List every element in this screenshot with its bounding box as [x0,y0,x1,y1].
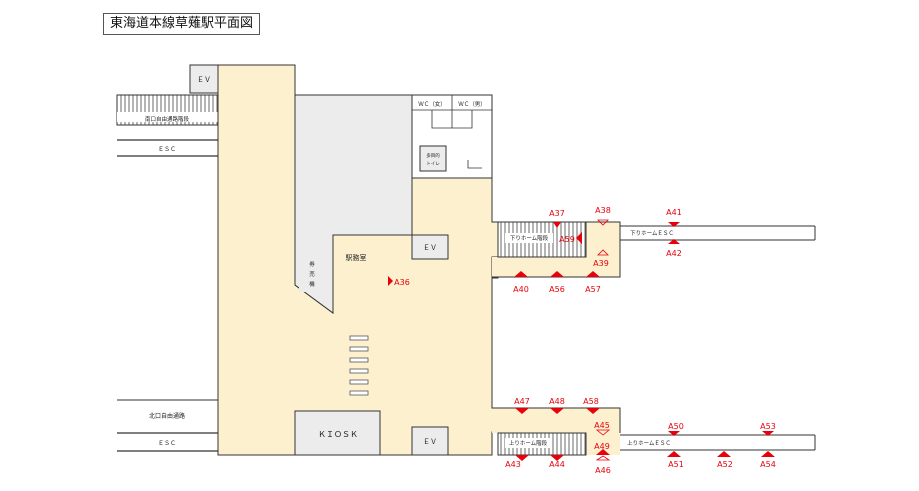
marker-A38-shape [597,219,609,226]
wc-inner [431,110,473,129]
marker-A42-shape [668,239,680,244]
marker-A57-shape [586,271,600,277]
marker-A36-shape [388,276,393,286]
ticket-label-3: 機 [309,280,315,288]
multi-toilet [419,145,447,172]
marker-A46: A46 [595,466,611,475]
marker-A54-shape [761,451,775,457]
marker-A53: A53 [760,422,776,431]
marker-A42: A42 [666,249,682,258]
map-title: 東海道本線草薙駅平面図 [103,13,261,35]
south-esc-label: ＥＳＣ [158,146,176,153]
wc-male-label: ＷＣ（男） [458,101,486,108]
marker-A50-shape [668,431,680,436]
ev-top-label: ＥＶ [197,76,211,84]
up-stairs-label-bg [505,438,551,448]
down-stairs-label: 下りホーム階段 [510,234,549,242]
marker-A53-shape [762,431,774,436]
marker-A52: A52 [717,460,733,469]
marker-A49: A49 [594,442,610,451]
marker-A44-shape [550,455,564,461]
marker-A40: A40 [513,285,529,294]
ev-mid-label: ＥＶ [423,244,437,252]
marker-A56-shape [550,271,564,277]
marker-A47: A47 [514,397,530,406]
ticket-label-1: 券 [309,260,315,268]
marker-A41-shape [668,222,680,227]
down-stairs-label-bg [505,233,553,243]
wc-door [467,160,482,169]
kiosk [294,410,381,456]
camera-markers [388,219,775,461]
marker-A59: A59 [559,235,575,244]
concourse-down-area [492,257,620,277]
marker-A37: A37 [549,209,565,218]
ev-mid [411,234,449,260]
marker-A44: A44 [549,460,565,469]
marker-A43: A43 [505,460,521,469]
marker-A57: A57 [585,285,601,294]
marker-A38: A38 [595,206,611,215]
marker-A51-shape [667,451,681,457]
marker-A43-shape [515,455,529,461]
marker-A45-shape [595,429,611,436]
north-passage-label: 北口自由通路 [149,412,185,420]
marker-A41: A41 [666,208,682,217]
marker-A37-shape [553,222,561,228]
wc-female-label: ＷＣ（女） [418,100,446,108]
marker-A46-shape [595,455,611,461]
marker-A54: A54 [760,460,776,469]
ev-bottom [411,426,449,456]
station-office-label: 駅務室 [346,253,367,262]
marker-A39-shape [597,249,609,256]
up-area-wall [492,407,621,433]
marker-A39: A39 [593,259,609,268]
marker-A52-shape [717,451,731,457]
marker-A48-shape [550,408,564,414]
up-stairs-label: 上りホーム階段 [509,439,548,447]
marker-A36: A36 [394,278,410,287]
marker-A59-shape [576,232,582,244]
ticket-machine-area [299,250,325,292]
marker-A50: A50 [668,422,684,431]
tactile-paving [349,335,369,396]
kiosk-label: ＫＩＯＳＫ [318,430,358,439]
marker-A48: A48 [549,397,565,406]
south-stairs-label-bg [117,112,218,122]
marker-A47-shape [515,408,529,414]
marker-A56: A56 [549,285,565,294]
marker-A49-shape [596,449,610,455]
marker-A40-shape [514,271,528,277]
south-stairs-label: 南口自由通路階段 [145,115,190,123]
marker-A58: A58 [583,397,599,406]
marker-A45: A45 [594,421,610,430]
marker-A58-shape [586,408,600,414]
concourse-up-landing [586,433,620,455]
ev-top [189,64,219,94]
up-esc-label: 上りホームＥＳＣ [627,439,671,447]
multi-toilet-label-2: トイレ [426,162,440,167]
down-esc-label: 下りホームＥＳＣ [630,230,674,237]
north-esc-label: ＥＳＣ [158,440,176,447]
ev-bottom-label: ＥＶ [423,438,437,446]
marker-A51: A51 [668,460,684,469]
multi-toilet-label-1: 多目的 [426,152,440,159]
ticket-label-2: 売 [309,270,315,278]
